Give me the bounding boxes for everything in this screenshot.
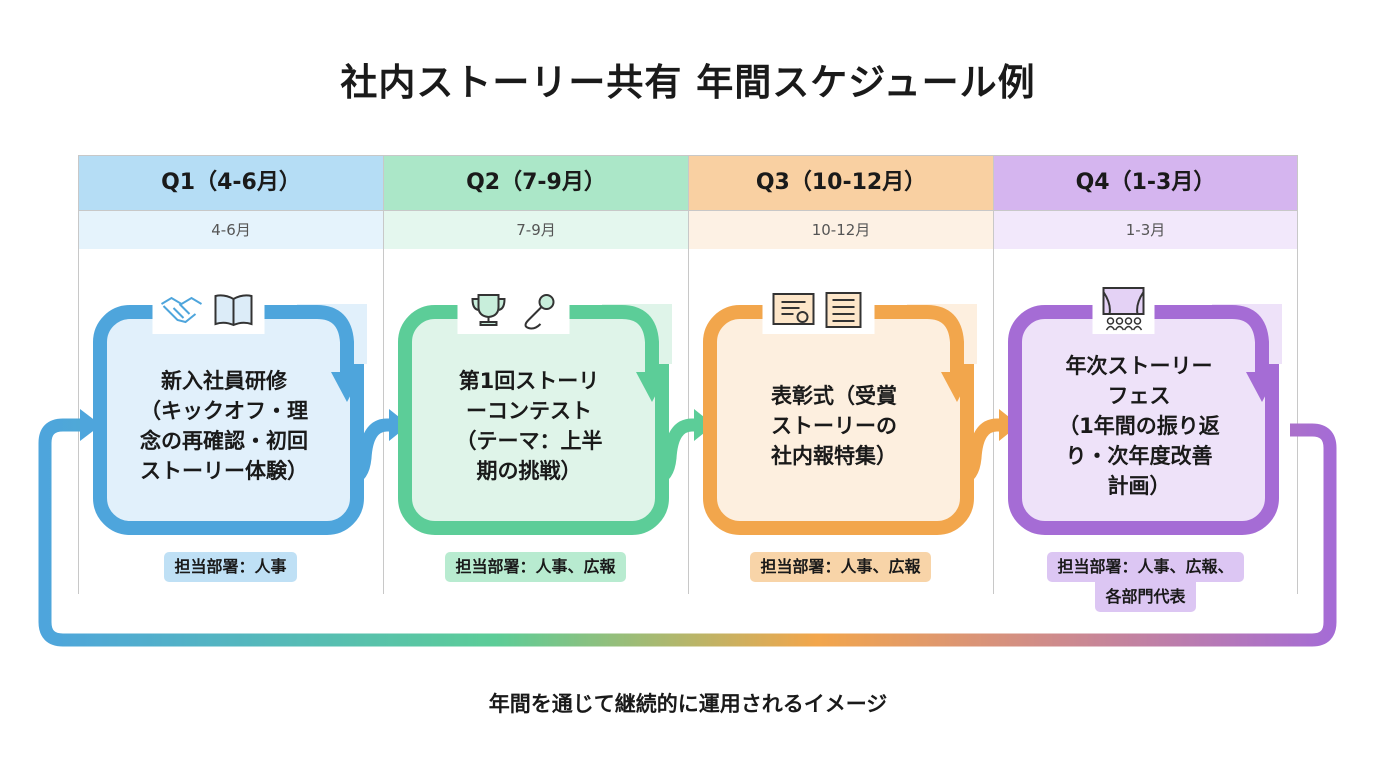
certificate-icon <box>772 293 815 325</box>
department-text: 担当部署：人事 <box>164 552 297 582</box>
event-title: 新入社員研修 （キックオフ・理念の再確認・初回ストーリー体験） <box>114 366 334 486</box>
microphone-icon <box>524 294 555 330</box>
department-text: 担当部署：人事、広報、 <box>1047 552 1244 582</box>
event-title-line: 新入社員研修 <box>161 369 287 393</box>
event-title-line: 第1回ストーリ <box>458 369 600 393</box>
quarter-column-q2: Q2（7-9月） 7-9月 <box>383 156 688 594</box>
event-card-q1 <box>93 290 409 535</box>
event-card-q3 <box>703 290 1019 535</box>
cycle-arrow <box>905 305 964 374</box>
annual-loop-arrow <box>38 418 1337 647</box>
event-title-line: ストーリー体験） <box>140 459 308 483</box>
footer-caption: 年間を通じて継続的に運用されるイメージ <box>488 692 888 716</box>
event-title: 表彰式（受賞ストーリーの社内報特集） <box>724 381 944 471</box>
handshake-icon <box>160 296 203 324</box>
quarter-header: Q4（1-3月） <box>994 156 1297 211</box>
event-card-q2 <box>398 290 714 535</box>
quarter-column-q4: Q4（1-3月） 1-3月 <box>993 156 1298 594</box>
quarter-header: Q2（7-9月） <box>384 156 688 211</box>
department-text: 担当部署：人事、広報 <box>750 552 931 582</box>
department-badge: 担当部署：人事、広報 <box>383 552 688 582</box>
quarter-months: 10-12月 <box>689 211 993 249</box>
department-badge: 担当部署：人事、広報、各部門代表 <box>993 552 1298 612</box>
event-title-line: 念の再確認・初回 <box>140 429 308 453</box>
loop-arrowhead <box>80 409 101 441</box>
event-title-line: （1年間の振り返 <box>1058 414 1220 438</box>
event-title-line: ストーリーの <box>771 414 897 438</box>
newspaper-icon <box>825 292 862 328</box>
trophy-icon <box>471 294 506 326</box>
quarter-header: Q1（4-6月） <box>79 156 383 211</box>
event-title-line: （キックオフ・理 <box>140 399 308 423</box>
cycle-arrow <box>600 305 659 374</box>
department-text: 各部門代表 <box>1095 582 1196 612</box>
quarter-column-q1: Q1（4-6月） 4-6月 <box>78 156 383 594</box>
event-title-line: 社内報特集） <box>771 444 897 468</box>
event-title-line: （テーマ：上半 <box>455 429 603 453</box>
cycle-arrow <box>295 305 354 374</box>
quarter-months: 1-3月 <box>994 211 1297 249</box>
event-title-line: ーコンテスト <box>466 399 592 423</box>
event-title-line: り・次年度改善 <box>1065 444 1213 468</box>
page-title: 社内ストーリー共有 年間スケジュール例 <box>340 61 1036 104</box>
department-badge: 担当部署：人事、広報 <box>688 552 993 582</box>
department-text: 担当部署：人事、広報 <box>445 552 626 582</box>
cycle-arrow <box>1210 305 1269 374</box>
quarter-column-q3: Q3（10-12月） 10-12月 <box>688 156 993 594</box>
quarter-months: 7-9月 <box>384 211 688 249</box>
connector-arrow <box>350 418 391 485</box>
event-title-line: フェス <box>1107 384 1171 408</box>
stage-audience-icon <box>1102 287 1145 331</box>
event-title-line: 期の挑戦） <box>476 459 582 483</box>
event-title-line: 表彰式（受賞 <box>771 384 897 408</box>
connector-arrow <box>960 418 1001 485</box>
event-card-q4 <box>1008 287 1282 535</box>
quarter-months: 4-6月 <box>79 211 383 249</box>
department-badge: 担当部署：人事 <box>78 552 383 582</box>
event-title-line: 計画） <box>1107 474 1171 498</box>
event-title-line: 年次ストーリー <box>1065 354 1213 378</box>
event-title: 第1回ストーリーコンテスト （テーマ：上半期の挑戦） <box>419 366 639 486</box>
book-icon <box>214 294 253 327</box>
quarter-header: Q3（10-12月） <box>689 156 993 211</box>
event-title: 年次ストーリーフェス （1年間の振り返り・次年度改善計画） <box>1029 351 1249 501</box>
connector-arrow <box>655 418 696 485</box>
